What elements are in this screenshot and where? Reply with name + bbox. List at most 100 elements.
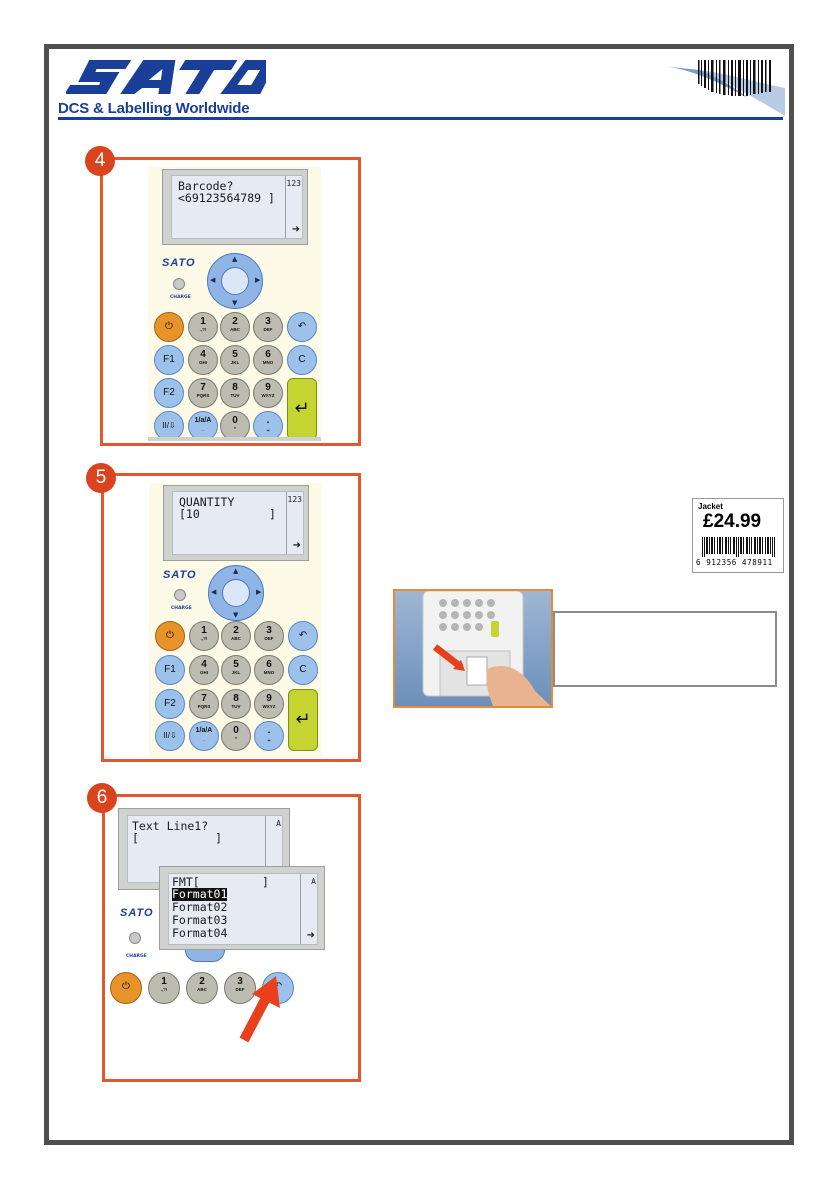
key-0[interactable]: 0* [220, 411, 250, 441]
f1-button[interactable]: F1 [154, 345, 184, 375]
dpad-center[interactable] [222, 579, 250, 607]
power-button[interactable]: ⏻ [155, 621, 185, 651]
down-arrow-icon: ▼ [232, 299, 238, 307]
fmt-line: FMT[ ] [172, 875, 269, 889]
dot-space-button[interactable]: .␣ [253, 411, 283, 441]
format-option-selected[interactable]: Format01 [172, 887, 228, 901]
charge-label: CHARGE [171, 606, 192, 611]
enter-arrow-icon: ➜ [292, 540, 301, 551]
printing-photo [393, 589, 553, 708]
enter-button[interactable]: ↵ [287, 378, 317, 440]
f2-button[interactable]: F2 [154, 378, 184, 408]
input-mode: A [311, 877, 316, 886]
left-arrow-icon: ◀ [210, 276, 216, 284]
power-button[interactable]: ⏻ [154, 312, 184, 342]
dpad[interactable]: ▲ ▼ ◀ ▶ [207, 253, 263, 309]
clear-button[interactable]: C [287, 345, 317, 375]
right-arrow-icon: ▶ [256, 588, 262, 596]
charge-led [129, 932, 141, 944]
lcd-line-2: [ ] [132, 831, 223, 845]
dpad-center[interactable] [221, 267, 249, 295]
mode-button[interactable]: 1/a/A_ [188, 411, 218, 441]
left-arrow-icon: ◀ [211, 588, 217, 596]
up-arrow-icon: ▲ [233, 567, 239, 575]
lcd-line-2: <69123564789 ] [178, 191, 275, 205]
terminal-brand: SATO [162, 257, 196, 269]
right-arrow-icon: ▶ [255, 276, 261, 284]
input-mode: 123 [286, 179, 301, 188]
lcd-screen: Barcode? <69123564789 ] 123 ➜ [162, 169, 308, 245]
clear-button[interactable]: C [288, 655, 318, 685]
label-item-name: Jacket [698, 502, 723, 511]
lcd-screen: QUANTITY [10 ] 123 ➜ [163, 485, 309, 561]
input-mode: A [276, 819, 281, 828]
step-6-badge: 6 [87, 783, 117, 813]
charge-label: CHARGE [126, 954, 147, 959]
step-5-badge: 5 [86, 463, 116, 493]
printed-label: Jacket £24.99 6 912356 478911 [692, 498, 784, 573]
power-button[interactable]: ⏻ [110, 972, 142, 1004]
format-option[interactable]: Format03 [172, 913, 228, 927]
page-frame [44, 44, 794, 1145]
step-4-terminal: Barcode? <69123564789 ] 123 ➜ SATO CHARG… [148, 167, 321, 441]
label-price: £24.99 [703, 511, 762, 532]
back-button[interactable]: ↶ [288, 621, 318, 651]
key-1[interactable]: 1.,?! [148, 972, 180, 1004]
label-barcode [702, 537, 775, 557]
dpad-partial [185, 950, 225, 962]
dpad[interactable]: ▲ ▼ ◀ ▶ [208, 565, 264, 621]
format-option[interactable]: Format04 [172, 926, 228, 940]
feed-button[interactable]: II/⇩ [155, 721, 185, 751]
key-0[interactable]: 0* [221, 721, 251, 751]
up-arrow-icon: ▲ [232, 255, 238, 263]
enter-arrow-icon: ➜ [306, 930, 315, 941]
sato-logo-mark [66, 60, 266, 94]
lcd-line-2: [10 ] [179, 507, 276, 521]
mode-button[interactable]: 1/a/A_ [189, 721, 219, 751]
dot-space-button[interactable]: .␣ [254, 721, 284, 751]
charge-label: CHARGE [170, 295, 191, 300]
back-button[interactable]: ↶ [287, 312, 317, 342]
enter-button[interactable]: ↵ [288, 689, 318, 751]
photo-caption-box [553, 611, 777, 687]
charge-led [174, 589, 186, 601]
enter-arrow-icon: ➜ [291, 224, 300, 235]
pointer-arrow-icon [239, 976, 280, 1043]
terminal-brand: SATO [163, 569, 197, 581]
step-5-terminal: QUANTITY [10 ] 123 ➜ SATO CHARGE ▲ ▼ ◀ ▶… [149, 483, 322, 757]
lcd-line-1: Text Line1? [132, 819, 209, 833]
label-barcode-digits: 6 912356 478911 [696, 558, 773, 567]
barcode-corner-graphic [660, 60, 785, 116]
step-4-badge: 4 [85, 146, 115, 176]
terminal-brand: SATO [120, 907, 154, 919]
lcd-line-1: Barcode? [178, 179, 234, 193]
lcd-screen-front: FMT[ ] Format01 Format02 Format03 Format… [159, 866, 325, 950]
lcd-line-1: QUANTITY [179, 495, 235, 509]
key-1[interactable]: 1.,?! [189, 621, 219, 651]
f2-button[interactable]: F2 [155, 689, 185, 719]
format-option[interactable]: Format02 [172, 900, 228, 914]
key-1[interactable]: 1.,?! [188, 312, 218, 342]
charge-led [173, 278, 185, 290]
header-rule [58, 117, 783, 120]
down-arrow-icon: ▼ [233, 611, 239, 619]
f1-button[interactable]: F1 [155, 655, 185, 685]
